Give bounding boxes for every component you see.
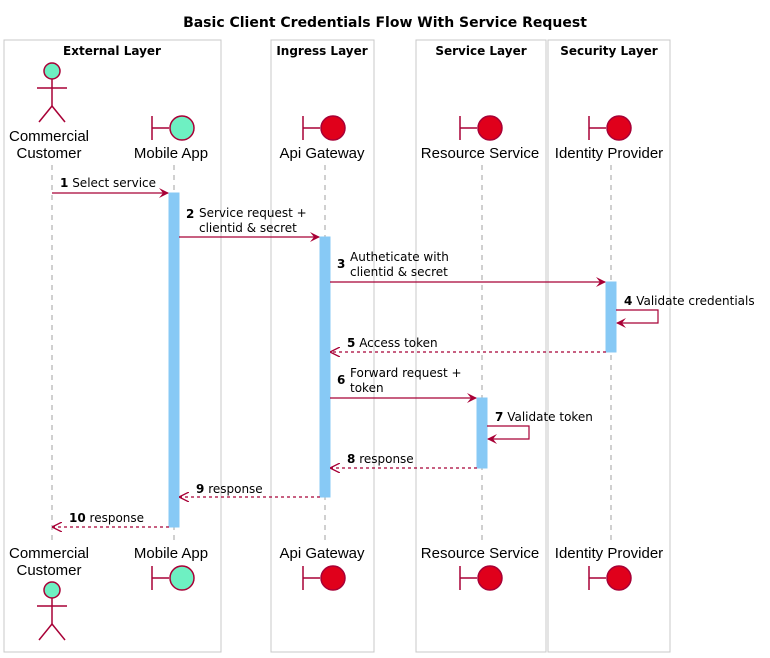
participant-gateway-bottom: Api Gateway	[279, 545, 365, 591]
actor-icon	[37, 62, 67, 123]
activation-idp	[605, 281, 617, 353]
participant-gateway-top: Api Gateway	[279, 115, 365, 162]
message-3: 3 Autheticate with clientid & secret	[330, 250, 606, 287]
message-number: 5	[347, 336, 355, 350]
message-number: 7	[495, 410, 503, 424]
message-6: 6 Forward request + token	[330, 366, 477, 403]
layer-title: Ingress Layer	[276, 44, 367, 58]
participant-resource-top: Resource Service	[421, 115, 539, 162]
participant-customer-bottom: Commercial Customer	[9, 545, 89, 641]
boundary-icon	[459, 565, 503, 591]
activation-resource	[476, 397, 488, 469]
diagram-title: Basic Client Credentials Flow With Servi…	[183, 15, 587, 31]
layer-title: Security Layer	[560, 44, 658, 58]
participant-idp-bottom: Identity Provider	[555, 545, 663, 591]
participant-idp-top: Identity Provider	[555, 115, 663, 162]
participant-resource-bottom: Resource Service	[421, 545, 539, 591]
boundary-icon	[588, 115, 632, 141]
boundary-icon	[151, 115, 195, 141]
message-number: 3	[337, 257, 345, 271]
message-text: response	[90, 511, 145, 525]
participant-label: Mobile App	[134, 545, 208, 562]
boundary-icon	[151, 565, 195, 591]
message-text: Access token	[359, 336, 437, 350]
layer-title: External Layer	[63, 44, 161, 58]
message-number: 6	[337, 373, 345, 387]
layer-box-service: Service Layer	[415, 39, 547, 653]
message-text: Service request +	[199, 206, 307, 220]
message-label: 5 Access token	[347, 336, 438, 350]
layer-box-external: External Layer	[3, 39, 222, 653]
message-text: Select service	[72, 176, 156, 190]
message-text: Validate token	[507, 410, 593, 424]
message-number: 8	[347, 452, 355, 466]
activations	[168, 192, 617, 528]
actor-icon	[37, 581, 67, 641]
participant-customer-top: Commercial Customer	[9, 62, 89, 162]
participant-label: Resource Service	[421, 545, 539, 562]
message-label: 7 Validate token	[495, 410, 593, 424]
activation-mobile	[168, 192, 180, 528]
boundary-icon	[588, 565, 632, 591]
message-7: 7 Validate token	[487, 410, 593, 444]
message-1: 1 Select service	[52, 176, 169, 198]
message-2: 2 Service request + clientid & secret	[179, 206, 320, 242]
participant-label: Mobile App	[134, 145, 208, 162]
participant-label: Commercial	[9, 128, 89, 145]
message-4: 4 Validate credentials	[616, 294, 755, 328]
message-text: clientid & secret	[199, 221, 297, 235]
message-arrow	[487, 425, 530, 444]
participant-mobile-bottom: Mobile App	[134, 545, 208, 591]
participant-label: Customer	[16, 145, 81, 162]
message-arrow	[616, 309, 659, 328]
message-text: response	[208, 482, 263, 496]
layer-title: Service Layer	[435, 44, 526, 58]
participant-label: Customer	[16, 562, 81, 579]
message-text: clientid & secret	[350, 265, 448, 279]
message-label: 8 response	[347, 452, 414, 466]
boundary-icon	[302, 115, 346, 141]
message-number: 10	[69, 511, 86, 525]
participant-label: Api Gateway	[279, 145, 365, 162]
message-number: 9	[196, 482, 204, 496]
participant-label: Api Gateway	[279, 545, 365, 562]
message-label: 1 Select service	[60, 176, 156, 190]
message-9: 9 response	[180, 482, 320, 497]
message-number: 1	[60, 176, 68, 190]
message-text: token	[350, 381, 384, 395]
participant-mobile-top: Mobile App	[134, 115, 208, 162]
participant-label: Identity Provider	[555, 545, 663, 562]
participant-label: Resource Service	[421, 145, 539, 162]
layer-box-security: Security Layer	[547, 39, 671, 653]
message-number: 4	[624, 294, 632, 308]
boundary-icon	[302, 565, 346, 591]
message-label: 9 response	[196, 482, 263, 496]
message-label: 4 Validate credentials	[624, 294, 755, 308]
message-text: Validate credentials	[636, 294, 754, 308]
message-text: Autheticate with	[350, 250, 449, 264]
activation-gateway	[319, 236, 331, 498]
message-label: 10 response	[69, 511, 144, 525]
layer-box-ingress: Ingress Layer	[270, 39, 375, 653]
boundary-icon	[459, 115, 503, 141]
message-5: 5 Access token	[331, 336, 606, 352]
message-10: 10 response	[53, 511, 169, 527]
message-text: Forward request +	[350, 366, 462, 380]
message-8: 8 response	[331, 452, 477, 468]
participant-label: Identity Provider	[555, 145, 663, 162]
message-number: 2	[186, 207, 194, 221]
participant-label: Commercial	[9, 545, 89, 562]
message-text: response	[359, 452, 414, 466]
